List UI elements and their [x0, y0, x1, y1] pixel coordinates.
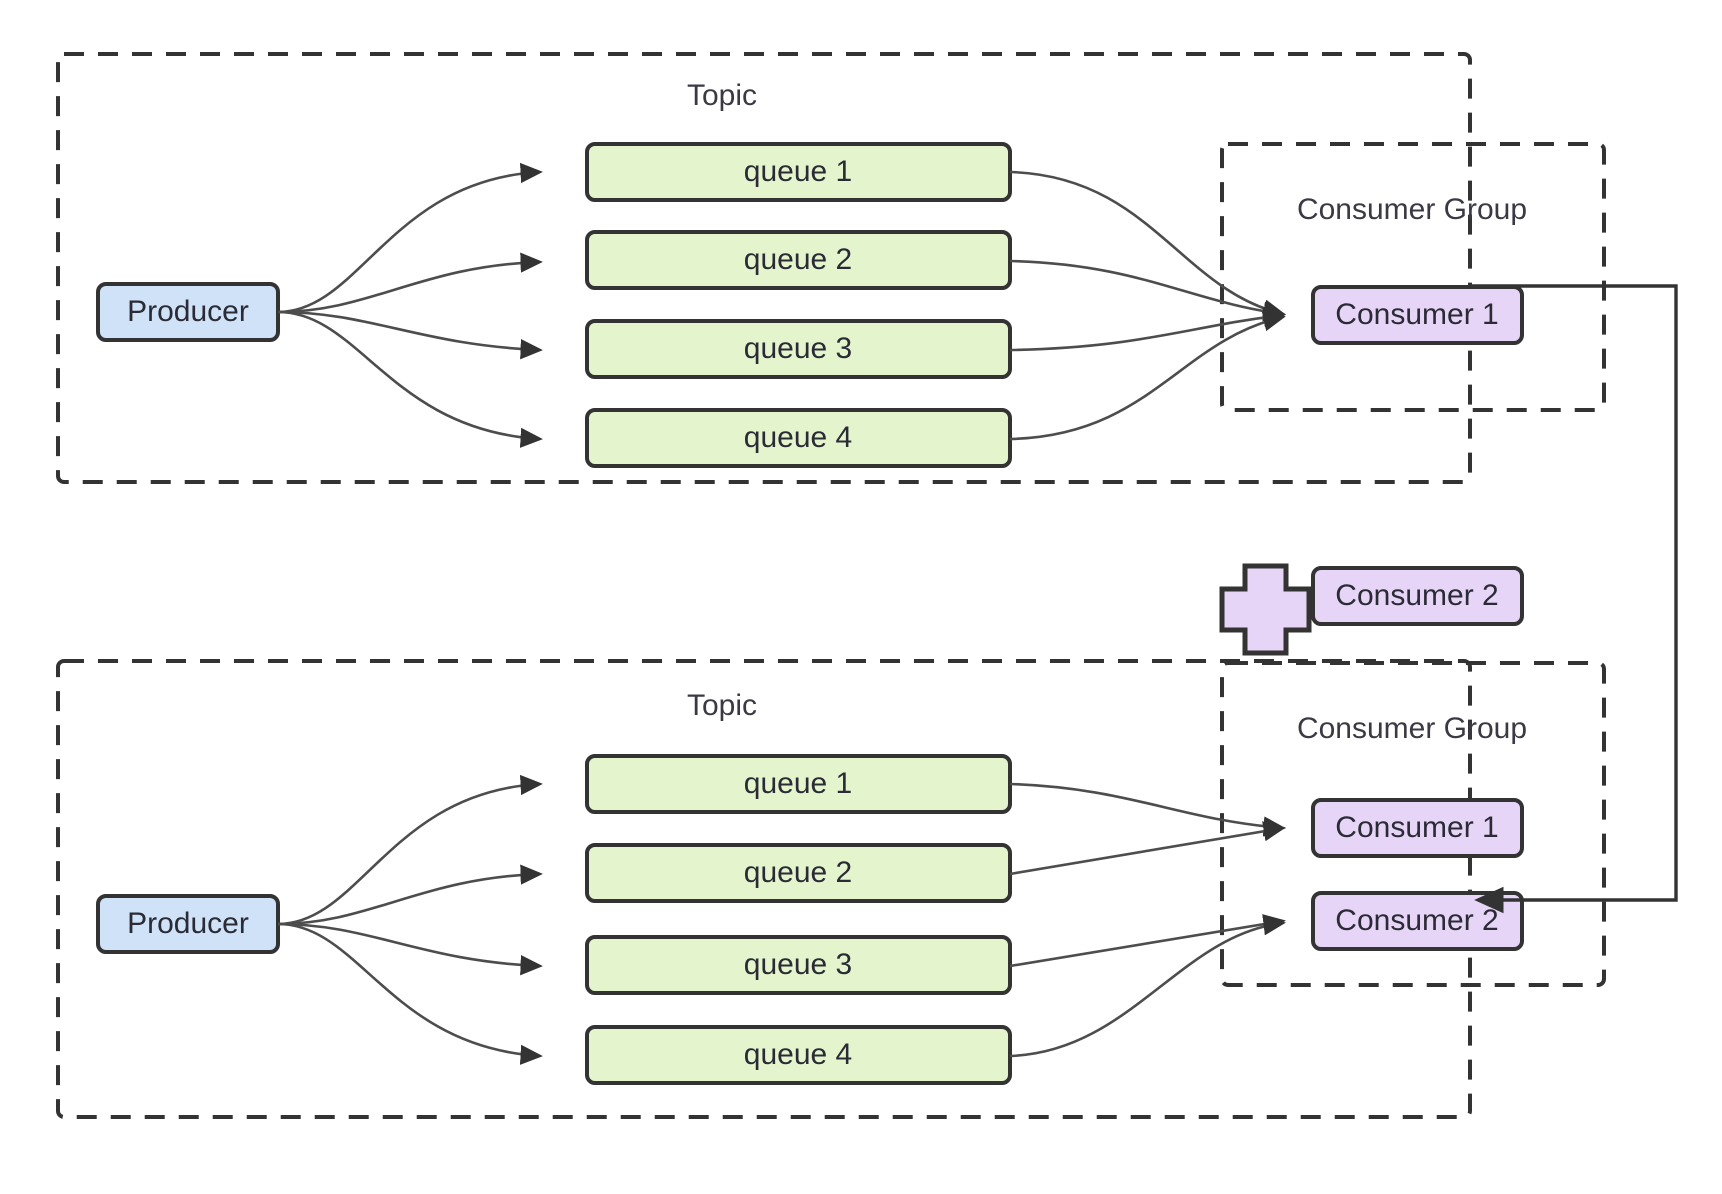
queue-label-after-3: queue 3: [744, 948, 852, 981]
consumer-group-boundary-after: [1220, 661, 1606, 987]
queue-label-after-2: queue 2: [744, 856, 852, 889]
consumer-group-label-after: Consumer Group: [1297, 712, 1527, 745]
edge-producer-queue-after-2: [277, 864, 543, 926]
consumer-group-label-before: Consumer Group: [1297, 193, 1527, 226]
added-consumer-node[interactable]: [1311, 566, 1524, 626]
edge-queue-consumer-before-4: [1009, 311, 1286, 441]
scenario-before: Topic Producer queue 1 queue 2 queue 3 q…: [56, 52, 1606, 484]
plus-icon: [1219, 563, 1312, 656]
consumer-label-after-1: Consumer 1: [1335, 811, 1498, 844]
consumer-node-after-1[interactable]: [1311, 798, 1524, 858]
edge-producer-queue-after-4: [277, 922, 543, 1065]
added-consumer-label: Consumer 2: [1335, 579, 1498, 612]
scenario-after: Topic Producer queue 1 queue 2 queue 3 q…: [56, 659, 1606, 1119]
topic-label-after: Topic: [687, 689, 757, 722]
topic-boundary-after: [56, 659, 1472, 1119]
queue-label-before-3: queue 3: [744, 332, 852, 365]
queue-label-after-1: queue 1: [744, 767, 852, 800]
queue-label-after-4: queue 4: [744, 1038, 852, 1071]
edge-queue-consumer-after-4: [1009, 915, 1286, 1058]
edge-queue-consumer-after-3: [1009, 914, 1286, 968]
rebalance-loop-connector: [1470, 284, 1678, 914]
edge-queue-consumer-before-3: [1009, 307, 1286, 352]
producer-label-after: Producer: [127, 907, 249, 940]
edge-queue-consumer-before-1: [1009, 170, 1286, 320]
edge-producer-queue-after-1: [277, 774, 543, 926]
queue-node-before-2[interactable]: [585, 230, 1012, 290]
edge-producer-queue-after-3: [277, 922, 543, 976]
added-consumer-row: Consumer 2: [1219, 563, 1524, 656]
consumer-label-after-2: Consumer 2: [1335, 904, 1498, 937]
consumer-node-after-2[interactable]: [1311, 891, 1524, 951]
edge-queue-consumer-after-2: [1009, 821, 1286, 876]
topic-label-before: Topic: [687, 79, 757, 112]
topic-boundary-before: [56, 52, 1472, 484]
queue-label-before-2: queue 2: [744, 243, 852, 276]
consumer-group-boundary-before: [1220, 142, 1606, 412]
edge-producer-queue-before-4: [277, 310, 543, 448]
queue-label-before-4: queue 4: [744, 421, 852, 454]
edge-producer-queue-before-1: [277, 162, 543, 314]
edge-producer-queue-before-2: [277, 252, 543, 314]
edge-producer-queue-before-3: [277, 310, 543, 360]
edge-queue-consumer-before-2: [1009, 259, 1286, 322]
consumer-node-before-1[interactable]: [1311, 285, 1524, 345]
queue-label-before-1: queue 1: [744, 155, 852, 188]
producer-label-before: Producer: [127, 295, 249, 328]
edge-queue-consumer-after-1: [1009, 782, 1286, 837]
consumer-label-before-1: Consumer 1: [1335, 298, 1498, 331]
